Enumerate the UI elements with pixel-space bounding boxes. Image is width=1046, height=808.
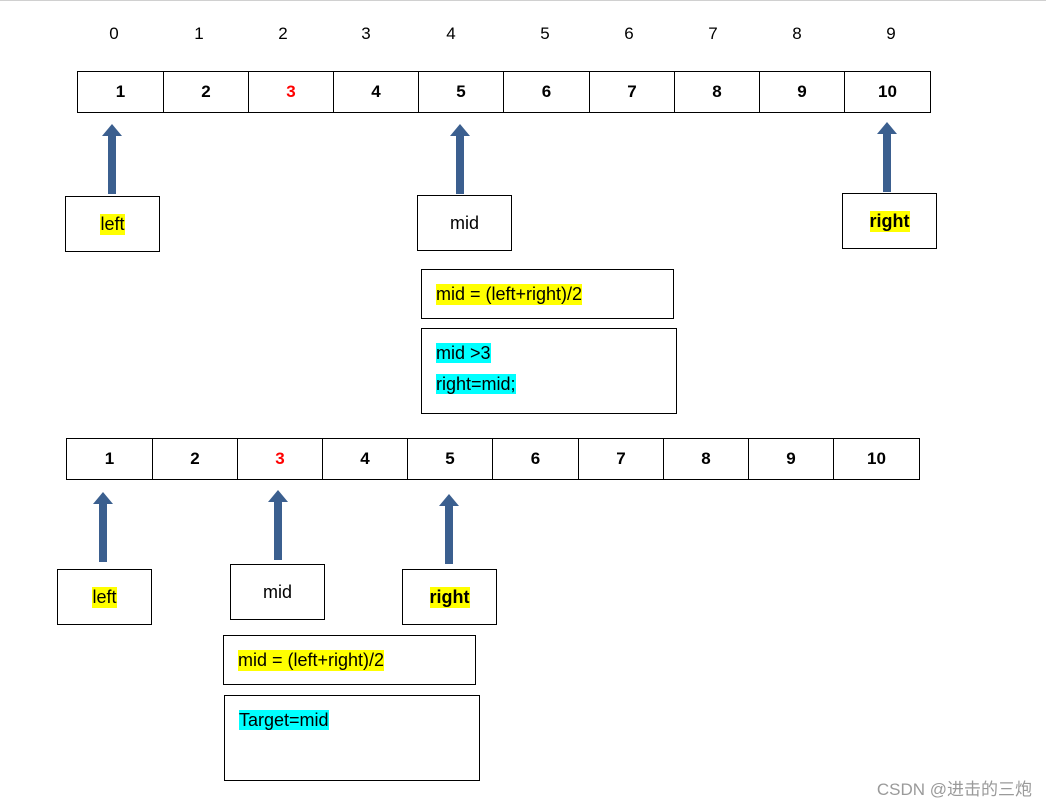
index-label: 7 bbox=[708, 24, 718, 43]
array-cell: 7 bbox=[579, 438, 664, 480]
left-label: left bbox=[92, 586, 117, 608]
right-pointer-box: right bbox=[402, 569, 497, 625]
index-label: 0 bbox=[109, 24, 119, 43]
bottom-array: 1 2 3 4 5 6 7 8 9 10 bbox=[66, 438, 920, 480]
array-cell-target: 3 bbox=[249, 71, 334, 113]
index-label: 3 bbox=[361, 24, 371, 43]
watermark: CSDN @进击的三炮 bbox=[876, 780, 1032, 799]
mid-label: mid bbox=[262, 581, 292, 602]
index-label: 9 bbox=[886, 24, 896, 43]
mid-pointer-box: mid bbox=[417, 195, 512, 251]
mid-pointer-arrow-icon bbox=[450, 124, 470, 194]
condition-box: mid >3 right=mid; bbox=[421, 328, 677, 414]
right-pointer-box: right bbox=[842, 193, 937, 249]
right-label: right bbox=[429, 586, 470, 608]
array-cell: 1 bbox=[67, 438, 153, 480]
right-label: right bbox=[869, 210, 910, 232]
index-label: 5 bbox=[540, 24, 550, 43]
left-pointer-arrow-icon bbox=[93, 492, 113, 562]
top-divider bbox=[0, 0, 1046, 1]
mid-pointer-arrow-icon bbox=[268, 490, 288, 560]
formula-text: mid = (left+right)/2 bbox=[436, 283, 583, 305]
array-cell: 2 bbox=[164, 71, 249, 113]
array-cell: 10 bbox=[845, 71, 931, 113]
result-box: Target=mid bbox=[224, 695, 480, 781]
array-cell: 7 bbox=[590, 71, 675, 113]
condition-text: mid >3 bbox=[436, 343, 491, 363]
array-cell: 1 bbox=[78, 71, 164, 113]
array-cell: 4 bbox=[323, 438, 408, 480]
right-pointer-arrow-icon bbox=[439, 494, 459, 564]
result-text: Target=mid bbox=[239, 710, 329, 730]
mid-pointer-box: mid bbox=[230, 564, 325, 620]
array-cell: 9 bbox=[749, 438, 834, 480]
array-cell: 5 bbox=[408, 438, 493, 480]
array-cell: 6 bbox=[493, 438, 579, 480]
index-label: 2 bbox=[278, 24, 288, 43]
index-label: 1 bbox=[194, 24, 204, 43]
array-cell: 6 bbox=[504, 71, 590, 113]
left-pointer-arrow-icon bbox=[102, 124, 122, 194]
left-pointer-box: left bbox=[57, 569, 152, 625]
formula-box: mid = (left+right)/2 bbox=[223, 635, 476, 685]
array-cell: 10 bbox=[834, 438, 920, 480]
array-cell: 4 bbox=[334, 71, 419, 113]
index-label: 6 bbox=[624, 24, 634, 43]
index-label: 4 bbox=[446, 24, 456, 43]
array-cell-target: 3 bbox=[238, 438, 323, 480]
left-label: left bbox=[100, 213, 125, 235]
mid-label: mid bbox=[449, 212, 479, 233]
left-pointer-box: left bbox=[65, 196, 160, 252]
formula-box: mid = (left+right)/2 bbox=[421, 269, 674, 319]
array-cell: 2 bbox=[153, 438, 238, 480]
assignment-text: right=mid; bbox=[436, 374, 516, 394]
array-cell: 8 bbox=[664, 438, 749, 480]
right-pointer-arrow-icon bbox=[877, 122, 897, 192]
array-cell: 8 bbox=[675, 71, 760, 113]
top-array: 1 2 3 4 5 6 7 8 9 10 bbox=[77, 71, 931, 113]
formula-text: mid = (left+right)/2 bbox=[238, 649, 385, 671]
index-label: 8 bbox=[792, 24, 802, 43]
array-cell: 5 bbox=[419, 71, 504, 113]
array-cell: 9 bbox=[760, 71, 845, 113]
